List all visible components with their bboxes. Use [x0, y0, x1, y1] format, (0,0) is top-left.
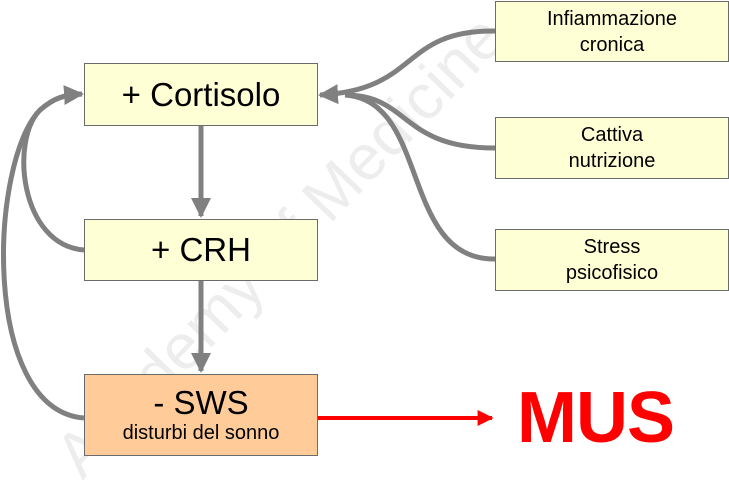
connectors [1, 28, 496, 426]
node-nutrizione-line1: Cattiva [580, 124, 644, 146]
node-stress-line2: psicofisico [565, 262, 659, 284]
node-nutrizione-line2: nutrizione [568, 150, 656, 172]
node-nutrizione: Cattiva nutrizione [495, 117, 729, 179]
edge-infiammazione-cortisolo [318, 28, 496, 105]
node-infiammazione-line2: cronica [579, 33, 645, 56]
node-crh-label: + CRH [151, 231, 251, 268]
edge-stress-cortisolo [344, 92, 496, 262]
node-sws: - SWS disturbi del sonno [84, 374, 318, 456]
node-cortisolo: + Cortisolo [84, 63, 318, 126]
node-crh: + CRH [84, 219, 318, 281]
node-infiammazione: Infiammazione cronica [495, 1, 729, 62]
edge-nutrizione-cortisolo [344, 92, 496, 151]
node-infiammazione-line1: Infiammazione [546, 7, 678, 30]
node-cortisolo-label: + Cortisolo [121, 75, 281, 113]
node-stress: Stress psicofisico [495, 229, 729, 291]
outcome-mus: MUS [517, 378, 675, 458]
node-sws-sublabel: disturbi del sonno [122, 422, 280, 444]
node-sws-label: - SWS [153, 384, 249, 421]
node-stress-line1: Stress [583, 236, 641, 258]
edge-sws-cortisolo [1, 91, 85, 421]
